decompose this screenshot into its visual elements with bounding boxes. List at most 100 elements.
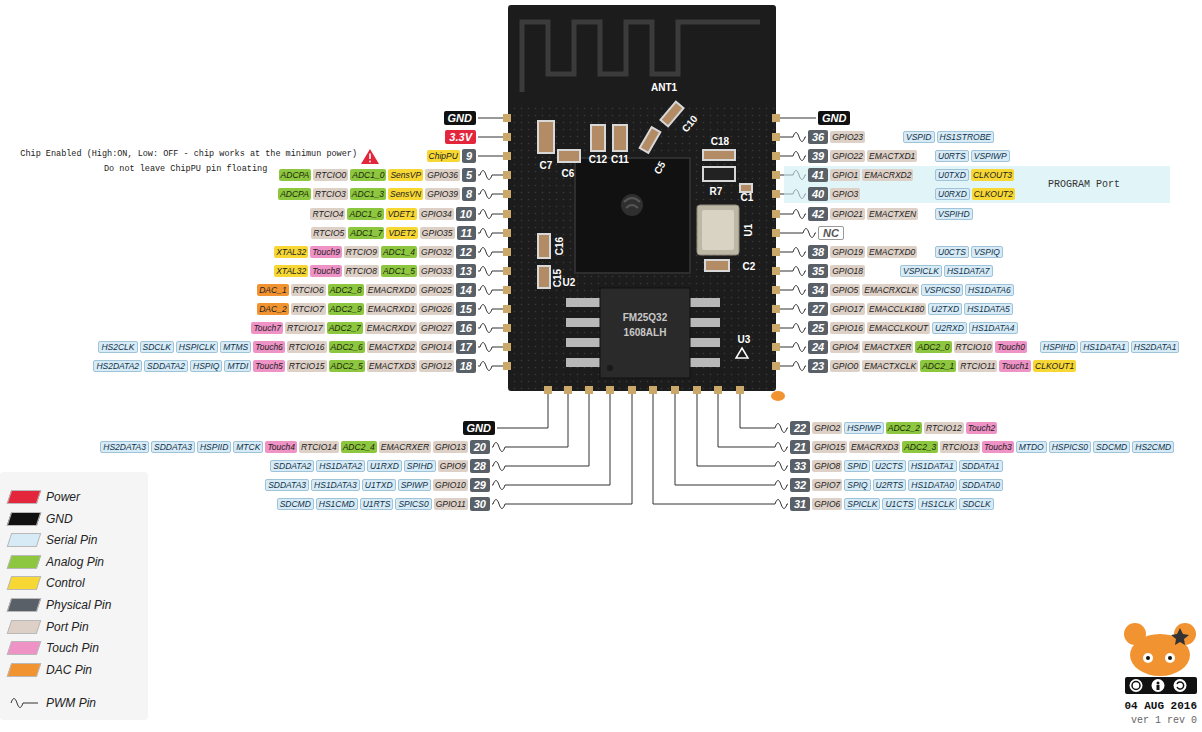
pin-function: HS1DATA3: [311, 479, 360, 491]
legend-text: Control: [46, 576, 85, 590]
legend-text: Port Pin: [46, 620, 89, 634]
pin-function: GPIO33: [419, 265, 454, 277]
pin-function: SPICS0: [395, 498, 431, 510]
pin-function: Touch3: [982, 441, 1014, 453]
solder-pad: [503, 286, 511, 294]
pin-function: U1TXD: [362, 479, 396, 491]
solder-pad: [772, 133, 780, 141]
pin-leader: [776, 210, 806, 219]
pin-leader: [675, 391, 788, 490]
solder-pad: [544, 386, 552, 394]
solder-pad: [772, 248, 780, 256]
pin-function: CLKOUT1: [1033, 360, 1076, 372]
flash-chip: [566, 288, 720, 378]
pin-function: SPIHD: [404, 460, 436, 472]
pin-function: HSPIHD: [1040, 341, 1078, 353]
part-label: FM25Q32: [623, 312, 667, 324]
pin-function: GPIO25: [419, 284, 454, 296]
pin-function: Touch4: [265, 441, 297, 453]
pin-function: HS2DATA1: [1131, 341, 1180, 353]
part-label: C18: [711, 136, 729, 148]
part-label: C15: [552, 269, 564, 287]
solder-pad: [503, 152, 511, 160]
solder-pad: [772, 362, 780, 370]
pin-function: RTCIO16: [287, 341, 327, 353]
legend-text: Analog Pin: [46, 555, 104, 569]
pin-function: SPICLK: [844, 498, 880, 510]
pwm-symbol: [9, 696, 39, 710]
pin-function: HSPIQ: [190, 360, 222, 372]
pin-function: GPIO27: [419, 322, 454, 334]
solder-pad: [503, 229, 511, 237]
pin-function: RTCIO8: [344, 265, 379, 277]
legend-text: Serial Pin: [46, 533, 97, 547]
pin-number: 39: [808, 149, 828, 163]
pin-function: U1RTS: [360, 498, 394, 510]
pin-function: ADC1_0: [350, 169, 386, 181]
pin-function: GPIO19: [830, 246, 865, 258]
pin-function: Touch7: [251, 322, 283, 334]
pin-function: VDET1: [386, 208, 417, 220]
pin-function: MTDO: [1016, 441, 1047, 453]
pin-function: GPIO23: [830, 131, 865, 143]
pin-function: XTAL32: [274, 246, 308, 258]
capacitor: [640, 127, 661, 153]
solder-pad: [671, 386, 679, 394]
legend-entry: Control: [9, 575, 85, 591]
pin-function: U0RXD: [935, 188, 970, 200]
legend-swatch: [7, 620, 42, 634]
part-label: R7: [710, 186, 723, 198]
pin-function: MTCK: [233, 441, 263, 453]
pin-function: ADC2_1: [920, 360, 956, 372]
pin-function: SPIQ: [844, 479, 870, 491]
pin-function: GPIO16: [830, 322, 865, 334]
pin-function: CLKOUT2: [972, 188, 1015, 200]
pin-function: HS2DATA2: [93, 360, 142, 372]
pin-function: GPIO14: [419, 341, 454, 353]
capacitor: [538, 266, 550, 288]
pin-function: SDCMD: [1093, 441, 1130, 453]
pin-function: HSPIWP: [844, 422, 884, 434]
capacitor: [538, 121, 554, 153]
pin-function: GPIO11: [434, 498, 468, 510]
pin-number: 16: [456, 321, 476, 335]
pin-number: 17: [456, 340, 476, 354]
pin1-marker: [736, 348, 785, 401]
pin-function: SDCLK: [959, 498, 993, 510]
crystal: [697, 205, 739, 255]
pin-leader: [776, 133, 806, 142]
license-badge: [1157, 685, 1160, 690]
pin-function: RTCIO3: [313, 188, 348, 200]
pin-function: GPIO15: [812, 441, 847, 453]
capacitor: [613, 125, 627, 151]
solder-pad: [606, 386, 614, 394]
pin-function: EMACRXD2: [862, 169, 913, 181]
solder-pad: [503, 305, 511, 313]
solder-pad: [628, 386, 636, 394]
legend-entry: Serial Pin: [9, 532, 97, 548]
pin-function: SDDATA3: [265, 479, 309, 491]
module-board: [508, 105, 776, 391]
esp32-chip: [575, 158, 690, 273]
part-label: U3: [738, 334, 751, 346]
legend-swatch: [7, 512, 42, 526]
esp32-chip: [575, 158, 690, 273]
pin-number: 23: [808, 359, 828, 373]
pin-function: U2RTS: [873, 479, 907, 491]
pin-function: CLKOUT3: [971, 169, 1014, 181]
capacitor: [538, 102, 752, 288]
solder-pad: [772, 171, 780, 179]
pin-function: HS1DATA1: [908, 460, 957, 472]
pin-function: GPIO8: [812, 460, 842, 472]
pin-function: EMACRXD1: [366, 303, 417, 315]
pin-function: EMACRXER: [379, 441, 431, 453]
pin-number: 12: [456, 245, 476, 259]
pin-function: EMACTXER: [862, 341, 913, 353]
resistor: [703, 167, 735, 181]
pin-function: HS1CLK: [918, 498, 957, 510]
pin-number: 27: [808, 302, 828, 316]
pin-function: U0CTS: [935, 246, 969, 258]
pin-function: HS2CMD: [1132, 441, 1174, 453]
pin-number: 24: [808, 340, 828, 354]
pin-function: SensVN: [388, 188, 423, 200]
